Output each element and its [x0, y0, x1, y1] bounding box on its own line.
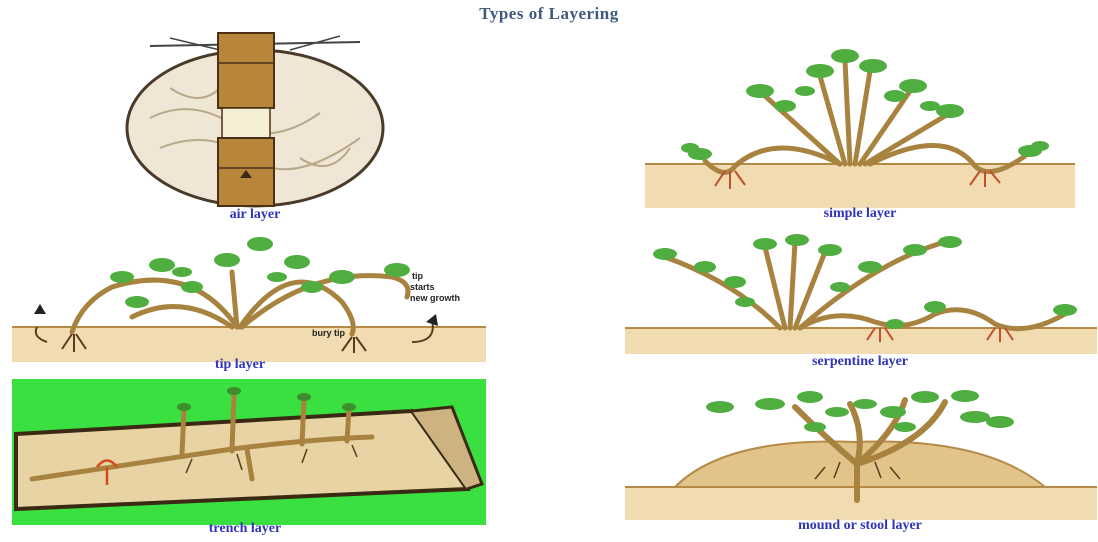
tip-note-tip: tip	[412, 271, 423, 281]
serpentine-layer-caption: serpentine layer	[745, 354, 975, 370]
page-title: Types of Layering	[0, 4, 1098, 24]
air-layer-caption: air layer	[175, 207, 335, 223]
trench-layer-caption: trench layer	[160, 521, 330, 537]
tip-layer-caption: tip layer	[170, 357, 310, 373]
tip-note-bury: bury tip	[312, 328, 346, 338]
simple-layer-caption: simple layer	[770, 206, 950, 222]
mound-layer-caption: mound or stool layer	[720, 518, 1000, 534]
simple-layer-illustration	[645, 36, 1075, 208]
tip-note-starts: starts	[410, 282, 435, 292]
serpentine-layer-illustration	[625, 232, 1097, 354]
trench-layer-illustration	[12, 379, 486, 525]
mound-layer-illustration	[625, 382, 1097, 520]
tip-layer-illustration: tip starts new growth bury tip	[12, 232, 486, 362]
tip-note-new-growth: new growth	[410, 293, 460, 303]
air-layer-illustration	[110, 28, 400, 213]
